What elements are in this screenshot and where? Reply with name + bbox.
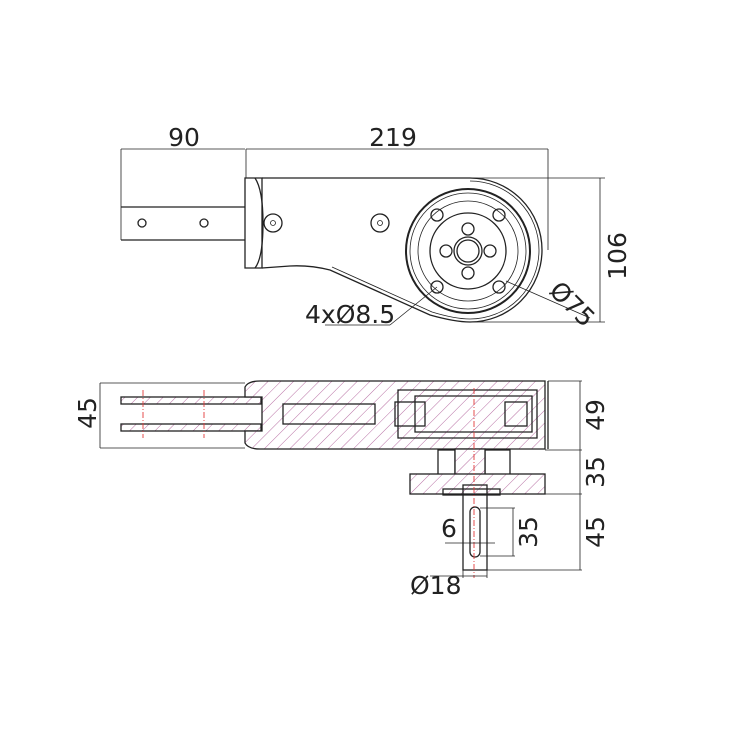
dim-label-45-fork: 45 [73, 397, 102, 429]
dim-label-bolt-holes: 4xØ8.5 [305, 300, 395, 329]
dim-label-6: 6 [441, 514, 457, 543]
dim-label-106: 106 [603, 232, 632, 280]
fork-plates [99, 382, 262, 449]
dim-label-90: 90 [168, 123, 200, 152]
dimension-height: 106 [470, 177, 632, 323]
top-view: 90 219 [120, 123, 632, 333]
dim-label-49: 49 [581, 399, 610, 431]
arm-bracket [121, 206, 245, 241]
arm-hole [137, 218, 147, 228]
dim-label-45-shaft: 45 [581, 516, 610, 548]
bolt-hole [492, 208, 506, 222]
dimension-shaft-diameter: Ø18 [410, 570, 488, 600]
bolt-hole [492, 280, 506, 294]
dim-label-d75: Ø75 [544, 276, 601, 333]
section-view: 45 49 35 45 35 6 Ø18 [73, 380, 610, 600]
body-outline [244, 177, 543, 323]
dimension-key-length: 35 [480, 507, 543, 557]
dim-label-d18: Ø18 [410, 571, 462, 600]
dim-label-219: 219 [369, 123, 417, 152]
hub-flange [409, 448, 546, 496]
dim-label-35-hub: 35 [581, 456, 610, 488]
bolt-hole [430, 280, 444, 294]
dimension-arm-length: 90 [120, 123, 245, 240]
dimension-key-width: 6 [441, 514, 495, 544]
output-shaft [462, 484, 488, 571]
bolt-hole [430, 208, 444, 222]
dimension-body-length: 219 [245, 123, 549, 250]
dimension-right-stack [487, 380, 582, 571]
dim-label-35-key: 35 [514, 516, 543, 548]
body-hole [263, 213, 283, 233]
arm-hole [199, 218, 209, 228]
body-hole [370, 213, 390, 233]
pulley [405, 188, 531, 314]
dimension-bolt-holes: 4xØ8.5 [305, 286, 438, 329]
